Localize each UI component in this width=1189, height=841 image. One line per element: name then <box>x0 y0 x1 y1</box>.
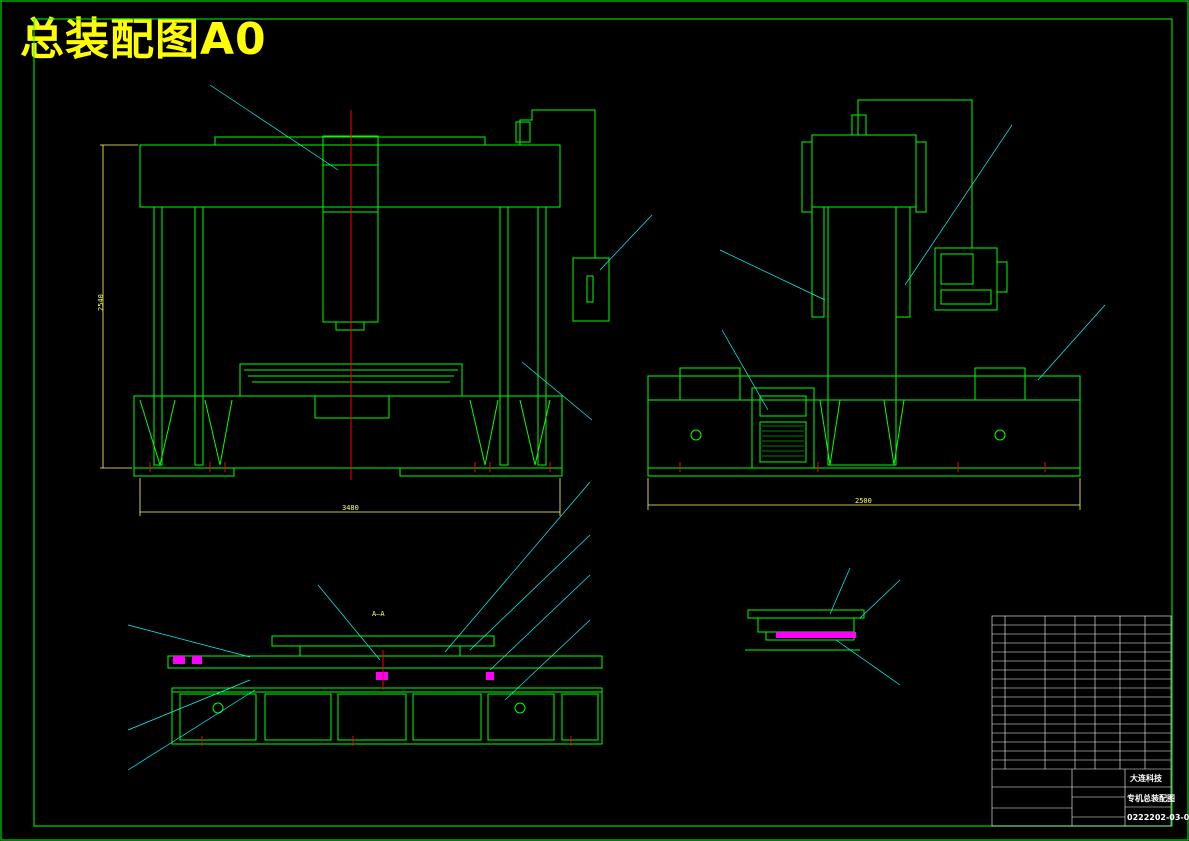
section-highlights <box>173 656 494 680</box>
side-center-lines <box>679 462 1046 472</box>
title-block-drawing-number: 0222202-03-01 <box>1127 813 1189 822</box>
front-dimensions <box>100 144 561 516</box>
title-block <box>991 615 1172 827</box>
side-width-dimension: 2500 <box>855 497 872 505</box>
front-view <box>133 109 610 477</box>
section-view <box>167 635 603 745</box>
title-block-drawing-name: 专机总装配图 <box>1127 793 1175 803</box>
title-block-school: 大连科技 <box>1130 773 1163 783</box>
inner-frame <box>33 18 1173 827</box>
leader-lines <box>127 84 1106 771</box>
section-center-lines <box>201 650 572 746</box>
front-center-lines <box>149 110 551 480</box>
front-height-dimension: 2540 <box>97 294 105 311</box>
section-label: A—A <box>372 610 385 618</box>
side-view <box>647 99 1081 477</box>
side-dimensions <box>647 478 1081 510</box>
detail-view <box>745 609 865 651</box>
vent-grille <box>762 425 804 457</box>
drawing-title: 总装配图A0 <box>20 14 267 65</box>
front-width-dimension: 3480 <box>342 504 359 512</box>
detail-highlights <box>776 632 856 638</box>
